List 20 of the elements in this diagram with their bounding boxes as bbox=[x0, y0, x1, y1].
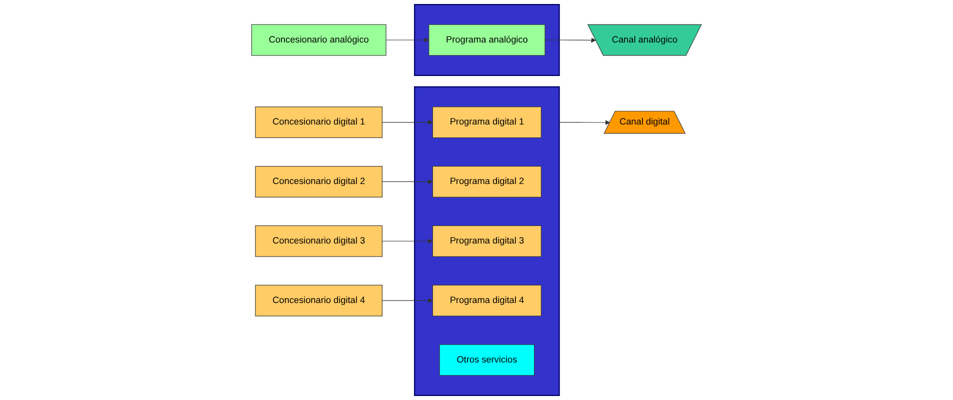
node-box: Concesionario analógico bbox=[251, 24, 386, 56]
arrow bbox=[558, 120, 610, 126]
arrow bbox=[382, 120, 433, 125]
node-box: Programa digital 1 bbox=[432, 106, 542, 138]
node-box: Programa digital 3 bbox=[432, 225, 542, 257]
cluster bbox=[414, 86, 560, 396]
node-box: Concesionario digital 4 bbox=[255, 284, 382, 316]
cluster bbox=[414, 4, 560, 76]
arrow bbox=[386, 37, 430, 43]
node-box: Programa analógico bbox=[428, 24, 546, 56]
node-box: Otros servicios bbox=[439, 344, 535, 376]
arrow bbox=[382, 238, 433, 244]
node-box: Programa digital 2 bbox=[432, 166, 542, 198]
arrow bbox=[382, 179, 433, 184]
node-box: Programa digital 4 bbox=[432, 284, 542, 316]
node-box: Concesionario digital 1 bbox=[255, 106, 382, 138]
arrow bbox=[544, 38, 596, 43]
arrow bbox=[382, 298, 433, 304]
node-box: Concesionario digital 2 bbox=[255, 166, 382, 198]
node-box: Concesionario digital 3 bbox=[255, 225, 382, 257]
